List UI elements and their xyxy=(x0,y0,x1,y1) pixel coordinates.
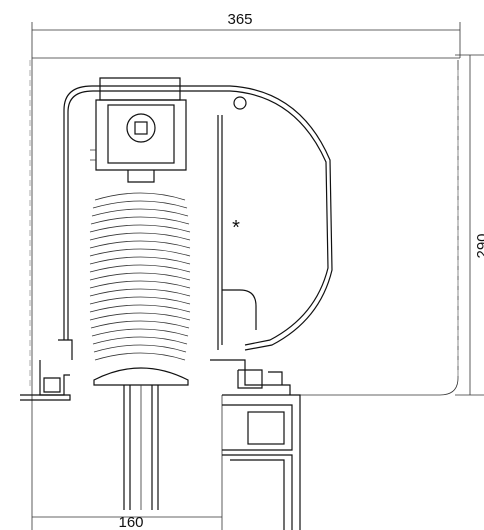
height-dimension: 290 xyxy=(455,54,484,396)
bottom-dimension: 160 xyxy=(32,395,223,530)
height-dimension-label: 290 xyxy=(474,233,484,258)
roller-assembly xyxy=(90,77,187,183)
wall-outline xyxy=(29,57,460,396)
width-dimension-label: 365 xyxy=(227,11,252,28)
shutter-box-housing: * xyxy=(63,85,333,351)
guide-rails xyxy=(123,385,159,510)
rolled-slats xyxy=(89,192,191,386)
left-bracket xyxy=(20,339,73,401)
width-dimension: 365 xyxy=(31,11,461,530)
window-frame-profile xyxy=(210,359,301,530)
annotation-marker: * xyxy=(232,217,240,239)
bottom-dimension-label: 160 xyxy=(118,514,143,530)
